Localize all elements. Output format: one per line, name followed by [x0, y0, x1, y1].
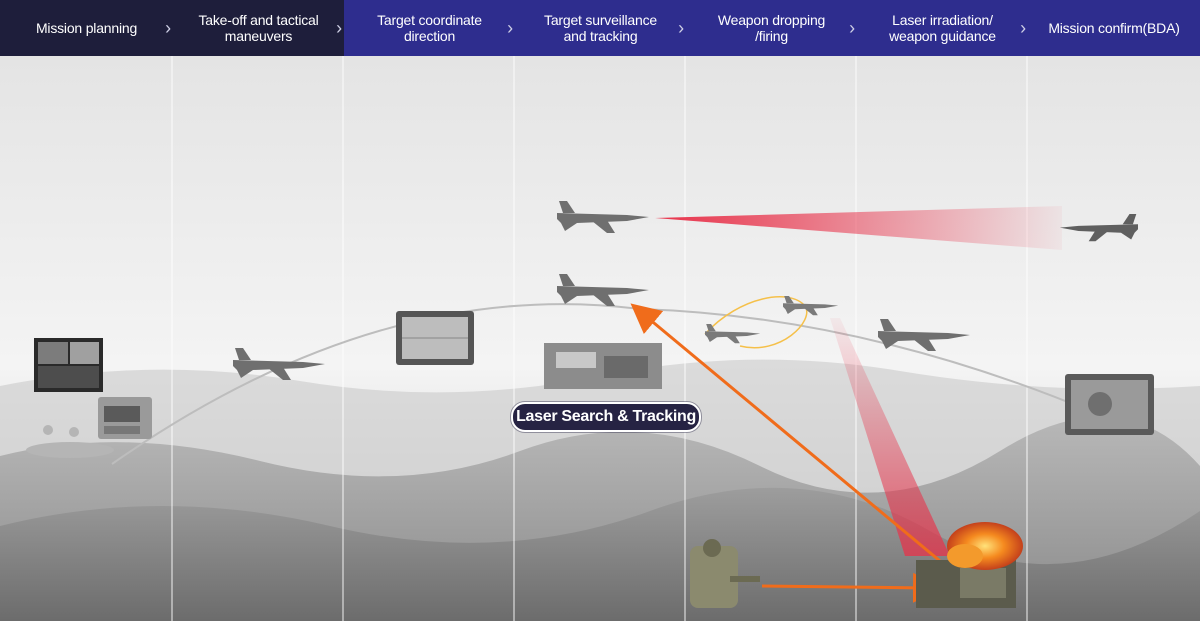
display-screen-icon [544, 343, 662, 389]
explosion-icon [947, 522, 1023, 570]
step-label: Target coordinate direction [344, 12, 515, 44]
step-takeoff: Take-off and tactical maneuvers › [173, 0, 344, 56]
chevron-right-icon: › [1016, 20, 1030, 36]
mission-scene: Laser Search & Tracking [0, 56, 1200, 621]
chevron-right-icon: › [674, 20, 688, 36]
chevron-right-icon: › [161, 20, 175, 36]
step-weapon-dropping: Weapon dropping /firing › [686, 0, 857, 56]
step-target-surveillance: Target surveillance and tracking › [515, 0, 686, 56]
step-label: Laser irradiation/ weapon guidance [857, 12, 1028, 44]
chevron-right-icon: › [332, 20, 346, 36]
step-label: Take-off and tactical maneuvers [173, 12, 344, 44]
step-label: Weapon dropping /firing [686, 12, 857, 44]
scene-illustration [0, 56, 1200, 621]
ground-station-icon [98, 397, 152, 439]
display-screen-icon [396, 311, 474, 365]
designation-arrow [762, 586, 928, 588]
step-target-coordinate: Target coordinate direction › [344, 0, 515, 56]
step-label: Mission confirm(BDA) [1030, 20, 1197, 36]
step-label: Mission planning [18, 20, 155, 36]
chevron-right-icon: › [845, 20, 859, 36]
laser-search-tracking-label: Laser Search & Tracking [511, 402, 701, 432]
step-label: Target surveillance and tracking [515, 12, 686, 44]
step-mission-planning: Mission planning › [0, 0, 173, 56]
step-laser-irradiation: Laser irradiation/ weapon guidance › [857, 0, 1028, 56]
chevron-right-icon: › [503, 20, 517, 36]
display-screen-icon [1065, 374, 1154, 435]
display-screen-icon [34, 338, 103, 392]
process-steps-bar: Mission planning › Take-off and tactical… [0, 0, 1200, 56]
step-mission-confirm: Mission confirm(BDA) [1028, 0, 1200, 56]
